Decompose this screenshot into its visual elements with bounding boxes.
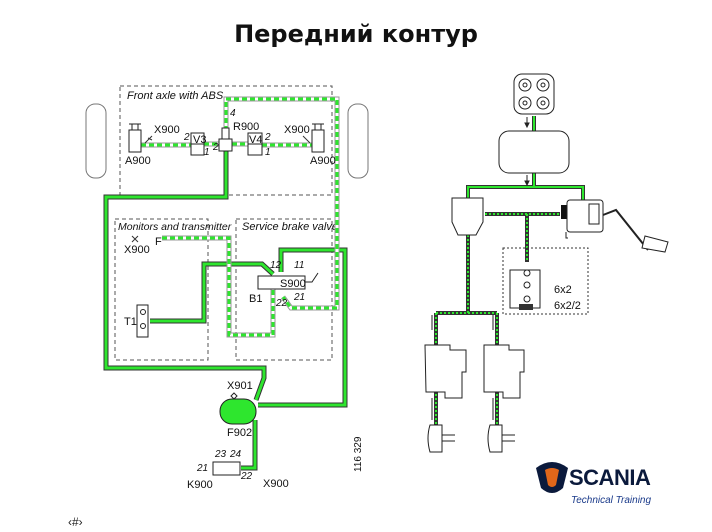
- s900-label: S900: [280, 278, 306, 290]
- pedal-lever-icon: [305, 272, 319, 283]
- figure-number: 116 329: [353, 436, 364, 472]
- v4-port-1: 1: [265, 147, 271, 158]
- front-axle-label: Front axle with ABS: [127, 90, 224, 102]
- abs-modulator-right: [483, 344, 525, 399]
- scania-logo: [536, 462, 568, 493]
- f902-air-tank: [219, 398, 257, 425]
- b1-label: B1: [249, 293, 262, 305]
- s900-port-11: 11: [294, 260, 304, 271]
- brake-chamber-right: [487, 424, 515, 453]
- r900-port-4: 4: [230, 108, 236, 119]
- k900-port-22: 22: [240, 471, 253, 482]
- page-number: ‹#›: [68, 515, 83, 529]
- technical-training-text: Technical Training: [571, 495, 651, 506]
- x900-left-connector-icon: [144, 135, 153, 144]
- r900-label: R900: [233, 121, 259, 133]
- r900-port-2: 2: [212, 142, 219, 153]
- s900-port-21: 21: [293, 292, 305, 303]
- protection-valve: [451, 197, 484, 236]
- k900-label: K900: [187, 479, 213, 491]
- r900-relay: [218, 138, 233, 152]
- right-pipes: [434, 116, 585, 425]
- variant-6x2: 6x2: [554, 284, 572, 296]
- x900-f-label: X900: [124, 244, 150, 256]
- a900-right-chamber: [311, 123, 325, 153]
- service-brake-label: Service brake valve: [242, 221, 338, 233]
- left-wheel: [85, 103, 107, 179]
- variant-box: [502, 247, 589, 315]
- a900-right-label: A900: [310, 155, 336, 167]
- compressor: [513, 73, 555, 115]
- v4-label: V4: [249, 134, 262, 146]
- scania-brand-text: SCANIA: [569, 465, 651, 490]
- x901-test-point-icon: [230, 392, 238, 400]
- a900-left-chamber: [128, 123, 142, 153]
- s900-port-12: 12: [270, 260, 282, 271]
- x900-right-connector-icon: [302, 135, 311, 144]
- load-valve: [509, 269, 541, 310]
- x900-left-label: X900: [154, 124, 180, 136]
- k900-valve: [212, 461, 241, 476]
- a900-left-label: A900: [125, 155, 151, 167]
- v4-port-2: 2: [264, 132, 271, 143]
- f902-label: F902: [227, 427, 252, 439]
- x901-label: X901: [227, 380, 253, 392]
- x900-bottom-label: X900: [263, 478, 289, 490]
- supply-pipe: [103, 150, 348, 471]
- control-pipe: [141, 96, 340, 338]
- right-wheel: [347, 103, 369, 179]
- v3-port-2: 2: [183, 132, 190, 143]
- t1-transmitter: [136, 304, 149, 338]
- variant-6x2-2: 6x2/2: [554, 300, 581, 312]
- monitors-box: [114, 218, 209, 361]
- brake-chamber-left: [427, 424, 455, 453]
- k900-port-23: 23: [214, 449, 227, 460]
- v3-label: V3: [193, 134, 206, 146]
- f-label: F: [155, 236, 162, 248]
- v3-port-1: 1: [204, 147, 210, 158]
- flow-arrows: [431, 117, 530, 420]
- k900-port-21: 21: [196, 463, 208, 474]
- s900-port-22: 22: [275, 298, 288, 309]
- k900-port-24: 24: [229, 449, 242, 460]
- monitors-label: Monitors and transmitter: [118, 221, 232, 233]
- t1-label: T1: [124, 316, 137, 328]
- page-title: Передний контур: [234, 20, 478, 48]
- x900-right-label: X900: [284, 124, 310, 136]
- x900-f-connector-icon: [131, 235, 139, 243]
- foot-brake-valve: [561, 199, 669, 253]
- air-tank: [498, 130, 570, 174]
- abs-modulator-left: [424, 344, 467, 399]
